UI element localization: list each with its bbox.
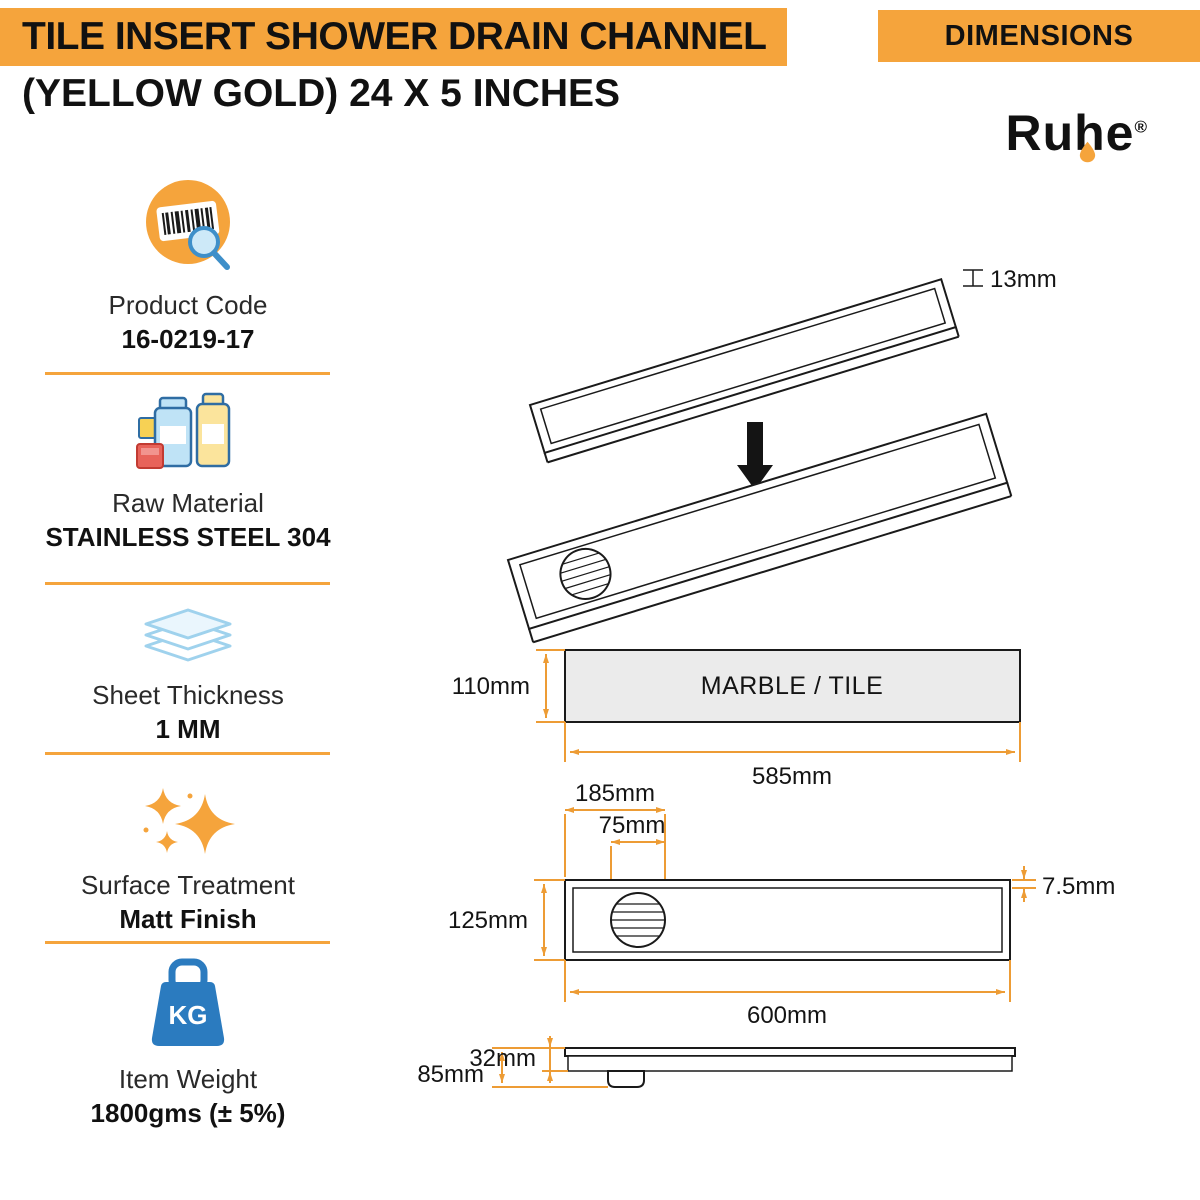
top-view: 185mm 75mm 125mm 7.5mm 600mm	[448, 780, 1115, 1029]
spec-product-code: Product Code 16-0219-17	[38, 178, 338, 355]
channel-width-dim: 125mm	[448, 907, 528, 934]
spec-value: 1800gms (± 5%)	[90, 1098, 286, 1128]
sheet-layers-icon	[144, 608, 232, 662]
kg-label: KG	[169, 1000, 208, 1030]
side-view: 85mm 32mm	[417, 1036, 1016, 1088]
spec-surface-treatment: Surface Treatment Matt Finish	[38, 780, 338, 935]
water-drop-icon	[1080, 141, 1096, 163]
dimensions-heading: DIMENSIONS	[878, 10, 1200, 62]
spec-value: Matt Finish	[119, 904, 257, 934]
page-title: TILE INSERT SHOWER DRAIN CHANNEL	[0, 8, 787, 66]
frame-thickness-ticks	[963, 269, 983, 287]
spec-label: Sheet Thickness	[92, 680, 284, 710]
marble-tile-label: MARBLE / TILE	[701, 672, 884, 700]
divider	[45, 582, 330, 585]
weight-kg-icon: KG	[151, 958, 225, 1046]
spec-raw-material: Raw Material STAINLESS STEEL 304	[38, 388, 338, 553]
spec-label: Product Code	[108, 290, 268, 320]
channel-length-dim: 600mm	[747, 1002, 827, 1029]
registered-mark: ®	[1134, 117, 1148, 137]
spec-label: Surface Treatment	[81, 870, 295, 900]
spec-label: Item Weight	[118, 1064, 258, 1094]
drain-outlet	[607, 1070, 645, 1088]
barcode-search-icon	[146, 180, 230, 270]
frame-thickness-dim: 13mm	[990, 266, 1057, 293]
spec-value: STAINLESS STEEL 304	[45, 522, 331, 552]
sparkles-icon	[143, 788, 235, 854]
marble-height-dim: 110mm	[452, 673, 530, 700]
material-jars-icon	[136, 392, 231, 469]
isometric-view: 13mm	[506, 266, 1057, 644]
marble-tile-section: MARBLE / TILE 110mm 585mm	[452, 649, 1021, 790]
divider	[45, 752, 330, 755]
spec-item-weight: KG Item Weight 1800gms (± 5%)	[38, 956, 338, 1129]
page-subtitle: (YELLOW GOLD) 24 X 5 INCHES	[22, 72, 621, 115]
technical-drawings: 13mm MARBLE / TILE 110mm 585mm 185mm	[417, 266, 1115, 1088]
divider	[45, 372, 330, 375]
spec-sheet-thickness: Sheet Thickness 1 MM	[38, 602, 338, 745]
divider	[45, 941, 330, 944]
spec-value: 16-0219-17	[121, 324, 255, 354]
spec-value: 1 MM	[155, 714, 221, 744]
lip-height-dim: 7.5mm	[1042, 873, 1115, 900]
brand-name: Ruhe	[1005, 105, 1135, 161]
drain-diameter-dim: 75mm	[599, 812, 666, 839]
body-height-dim: 32mm	[469, 1045, 536, 1072]
brand-logo: Ruhe®	[1005, 104, 1148, 163]
assembly-arrow-icon	[737, 422, 773, 490]
drain-offset-dim: 185mm	[575, 780, 655, 807]
tile-insert-frame	[528, 278, 960, 464]
spec-label: Raw Material	[112, 488, 264, 518]
marble-width-dim: 585mm	[752, 763, 832, 790]
total-height-dim: 85mm	[417, 1061, 484, 1088]
drain-channel-body	[506, 412, 1013, 644]
